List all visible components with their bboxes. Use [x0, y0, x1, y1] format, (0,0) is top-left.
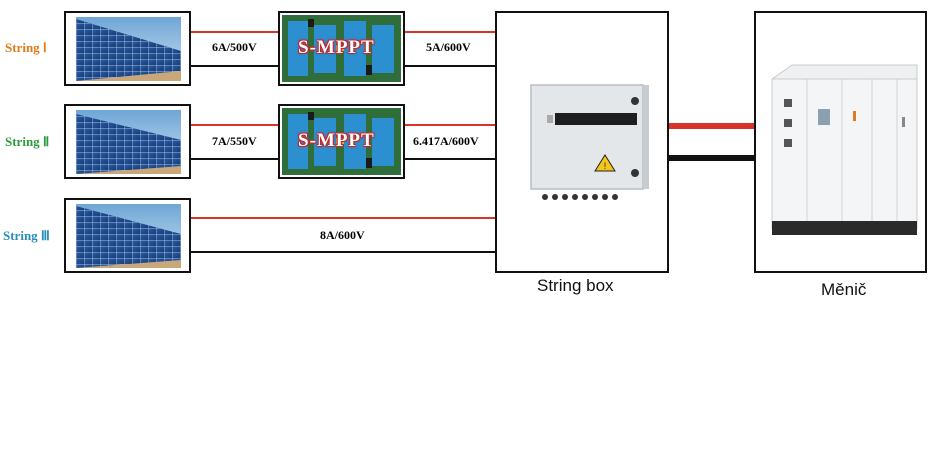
wire-negative [191, 251, 495, 253]
solar-panel-image [76, 17, 181, 81]
solar-panel-box-1 [64, 11, 191, 86]
solar-panel-image [76, 110, 181, 174]
svg-text:!: ! [604, 161, 607, 171]
string-2-input-rating: 7A/550V [212, 134, 257, 148]
wire-negative [405, 158, 495, 160]
circuit-board-image [282, 108, 401, 175]
wire-positive [405, 31, 495, 33]
wire-positive [191, 217, 495, 219]
wire-negative [191, 65, 278, 67]
string-1-output-rating: 5A/600V [426, 40, 471, 54]
output-wire-positive [669, 123, 754, 129]
wire-negative [405, 65, 495, 67]
string-1-input-rating: 6A/500V [212, 40, 257, 54]
solar-panel-image [76, 204, 181, 268]
string-box-image: ! [530, 84, 649, 200]
string-box-label: String box [537, 276, 614, 295]
inverter-cabinet-image [771, 64, 918, 235]
string-2-label: String Ⅱ [5, 134, 50, 149]
wire-negative [191, 158, 278, 160]
string-3-label: String Ⅲ [3, 228, 50, 243]
smppt-module-2: S-MPPT [278, 104, 405, 179]
output-wire-negative [669, 155, 754, 161]
inverter-label: Měnič [821, 280, 867, 299]
smppt-label: S-MPPT [298, 130, 375, 151]
string-box: ! [495, 11, 669, 273]
wire-positive [191, 31, 278, 33]
inverter-box [754, 11, 927, 273]
string-2-output-rating: 6.417A/600V [413, 134, 479, 148]
solar-panel-box-2 [64, 104, 191, 179]
solar-panel-box-3 [64, 198, 191, 273]
string-3-rating: 8A/600V [320, 228, 365, 242]
wire-positive [405, 124, 495, 126]
string-1-label: String Ⅰ [5, 40, 47, 55]
circuit-board-image [282, 15, 401, 82]
smppt-label: S-MPPT [298, 37, 375, 58]
wire-positive [191, 124, 278, 126]
smppt-module-1: S-MPPT [278, 11, 405, 86]
